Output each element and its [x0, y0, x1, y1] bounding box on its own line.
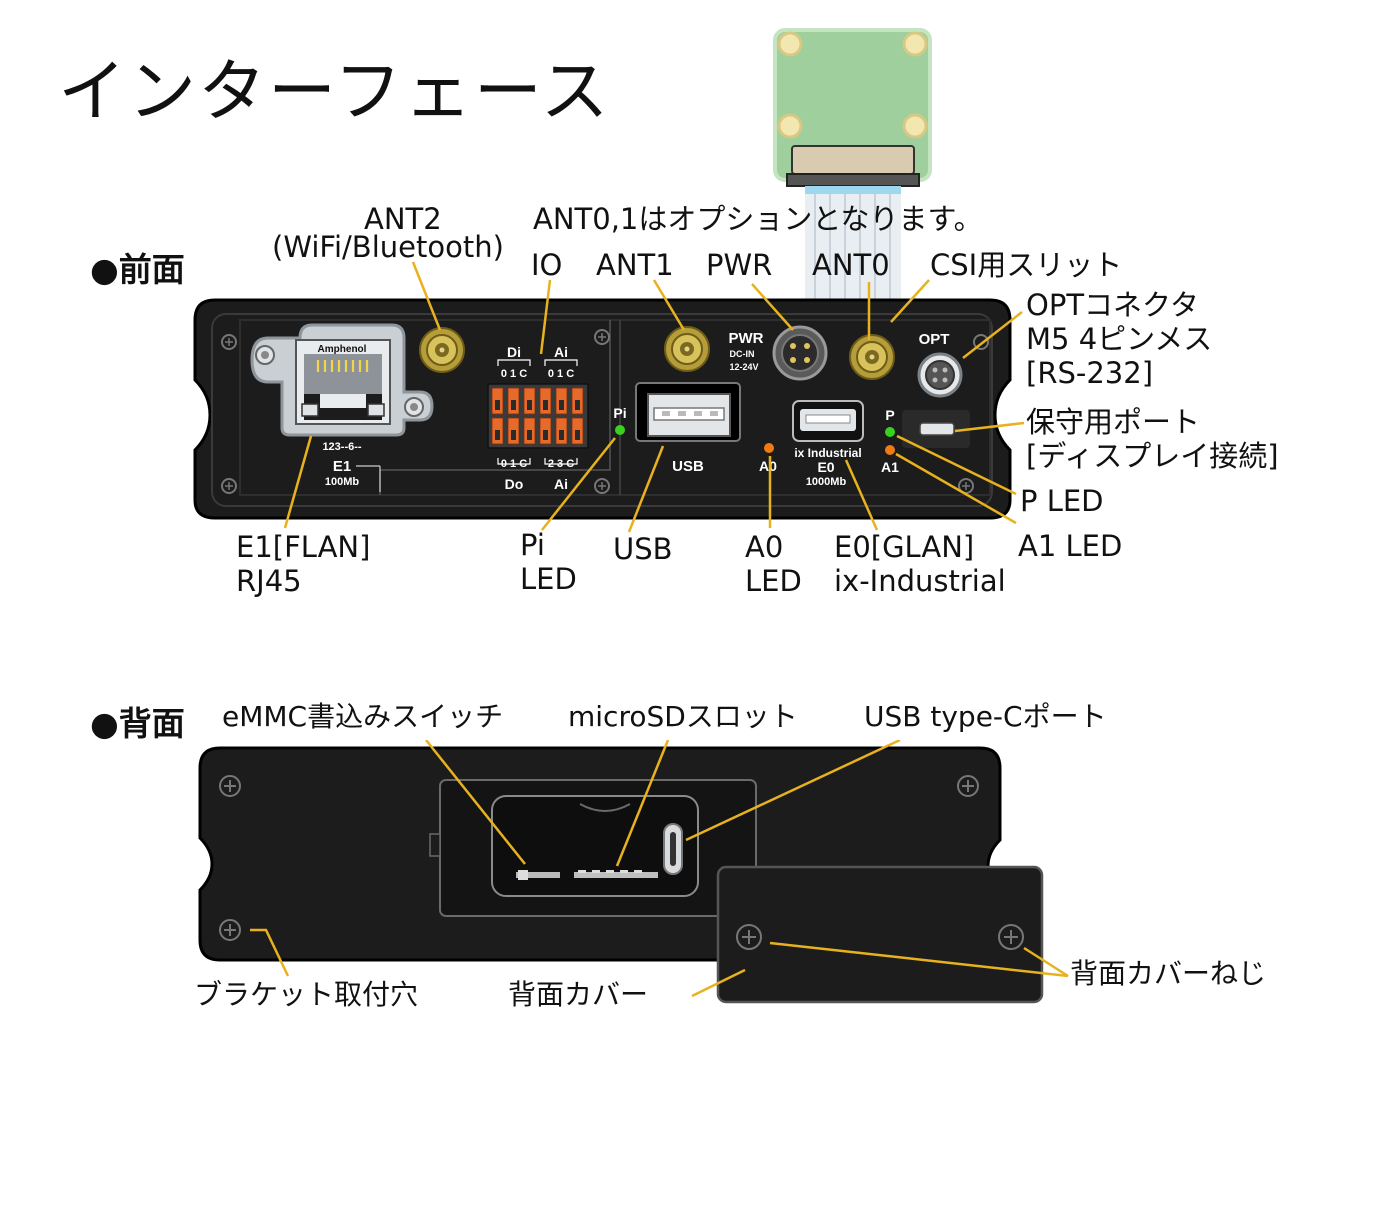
ant2-label: ANT2	[364, 202, 442, 236]
do-text: Do	[505, 476, 524, 492]
io-label: IO	[531, 248, 563, 282]
e0-ix-industrial-port	[792, 400, 864, 442]
e1-panel-text: E1	[333, 458, 351, 475]
usb-a-port	[635, 382, 741, 442]
usb-typec-label: USB type-Cポート	[864, 700, 1107, 733]
back-leader-lines	[250, 740, 1069, 998]
ant0-connector	[849, 334, 895, 380]
e0-panel-text: E0	[817, 459, 834, 475]
e1-label: E1[FLAN]	[236, 530, 371, 564]
ix-industrial-text: ix Industrial	[794, 446, 861, 460]
di-pins-text: 0 1 C	[501, 368, 527, 380]
io-terminal-block	[487, 383, 589, 449]
ant1-label: ANT1	[596, 248, 674, 282]
amphenol-text: Amphenol	[318, 344, 367, 355]
bracket-hole-label: ブラケット取付穴	[194, 978, 419, 1011]
e1-type-label: RJ45	[236, 564, 302, 598]
opt-connector-protocol: [RS-232]	[1026, 356, 1154, 390]
e1-speed-text: 100Mb	[325, 476, 360, 488]
p-led	[885, 427, 895, 437]
ai-top-text: Ai	[554, 344, 568, 360]
a0-led-label: A0	[745, 530, 784, 564]
e0-speed-text: 1000Mb	[806, 476, 847, 488]
microsd-slot	[574, 872, 658, 878]
dcin-text: DC-IN	[730, 349, 755, 359]
ant1-connector	[664, 326, 710, 372]
rear-slot-area	[491, 795, 699, 897]
back-panel-drawing	[198, 740, 1069, 1004]
ai-bottom-pins-text: 2 3 C	[548, 458, 574, 470]
opt-connector-label: OPTコネクタ	[1026, 288, 1199, 322]
ant0-label: ANT0	[812, 248, 890, 282]
front-leader-lines	[283, 261, 1025, 533]
di-text: Di	[507, 344, 521, 360]
camera-module-illustration	[773, 28, 932, 306]
rj45-e1-port	[250, 323, 434, 437]
power-connector	[772, 325, 828, 381]
p-panel-text: P	[885, 407, 894, 423]
opt-panel-text: OPT	[919, 331, 950, 348]
opt-connector	[917, 352, 963, 398]
back-cover	[716, 865, 1044, 1004]
a1-led-label: A1 LED	[1018, 529, 1123, 563]
volts-text: 12-24V	[729, 362, 758, 372]
csi-slit-label: CSI用スリット	[930, 248, 1123, 282]
ant2-sub-label: (WiFi/Bluetooth)	[272, 230, 504, 264]
maintenance-port-sub: [ディスプレイ接続]	[1026, 439, 1279, 473]
micro-usb-port	[902, 410, 970, 448]
a0-led-sub-label: LED	[745, 564, 802, 598]
pwr-label: PWR	[706, 248, 773, 282]
pi-text: Pi	[613, 405, 626, 421]
back-heading: ●背面	[90, 704, 185, 743]
p-led-label: P LED	[1020, 484, 1104, 518]
ant01-note: ANT0,1はオプションとなります。	[533, 202, 983, 236]
pwr-panel-text: PWR	[729, 330, 764, 347]
a1-panel-text: A1	[881, 459, 899, 475]
pi-led	[615, 425, 625, 435]
ai-top-pins-text: 0 1 C	[548, 368, 574, 380]
opt-connector-spec: M5 4ピンメス	[1026, 322, 1213, 356]
maintenance-port-label: 保守用ポート	[1026, 405, 1201, 439]
a1-led	[885, 445, 895, 455]
a0-panel-text: A0	[759, 458, 777, 474]
emmc-switch	[516, 872, 560, 878]
back-cover-screw-label: 背面カバーねじ	[1070, 957, 1267, 990]
ant2-connector	[419, 327, 465, 373]
back-cover-label: 背面カバー	[508, 978, 649, 1011]
front-screws	[221, 329, 989, 494]
back-cover-screws	[736, 924, 1024, 950]
front-heading: ●前面	[90, 250, 185, 289]
emmc-switch-label: eMMC書込みスイッチ	[222, 700, 504, 733]
usb-panel-text: USB	[672, 458, 704, 475]
e0-label: E0[GLAN]	[834, 530, 975, 564]
usb-label: USB	[613, 532, 673, 566]
e1-pins-text: 123--6--	[322, 441, 361, 453]
page-title: インターフェース	[58, 53, 611, 132]
microsd-slot-label: microSDスロット	[568, 700, 798, 733]
a0-led	[764, 443, 774, 453]
ai-bottom-text: Ai	[554, 476, 568, 492]
e0-type-label: ix-Industrial	[834, 564, 1006, 598]
pi-led-sub-label: LED	[520, 562, 577, 596]
front-panel-drawing: Amphenol 123--6-- E1 100Mb Di Ai 0 1 C 0…	[193, 261, 1025, 533]
pi-led-label: Pi	[520, 528, 545, 562]
do-pins-text: 0 1 C	[501, 458, 527, 470]
